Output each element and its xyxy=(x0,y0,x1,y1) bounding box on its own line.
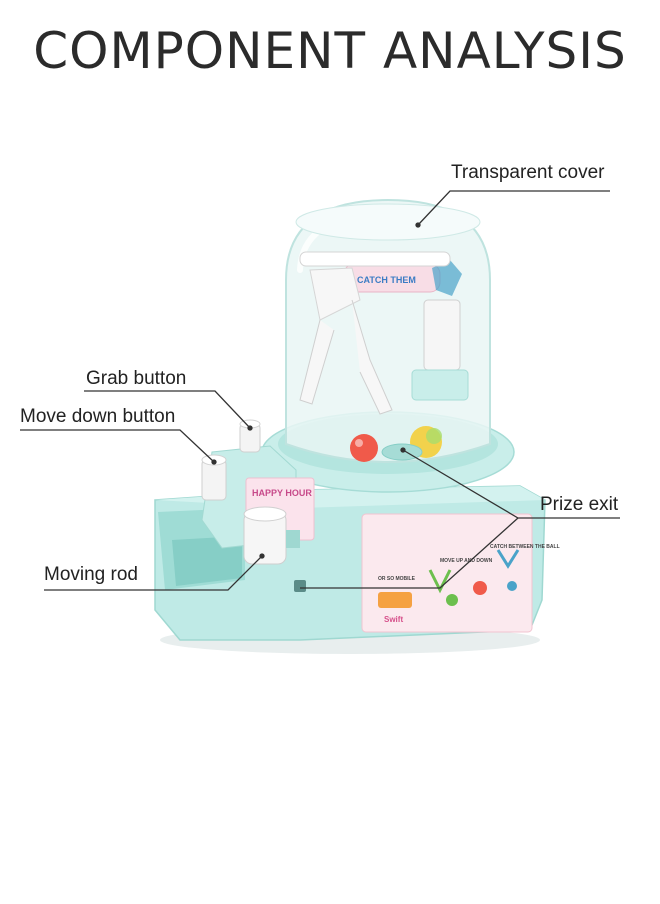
ball-icon-blue xyxy=(507,581,517,591)
ball-shine xyxy=(355,439,363,447)
front-panel-artwork: OR SO MOBILE MOVE UP AND DOWN CATCH BETW… xyxy=(378,544,560,624)
claw-column xyxy=(423,299,461,371)
ball-icon-green xyxy=(446,594,458,606)
moving-rod-label: Moving rod xyxy=(44,564,138,585)
move-down-button-label: Move down button xyxy=(20,406,176,427)
callout-line-grab xyxy=(84,390,251,429)
moving-rod-top xyxy=(243,506,287,522)
callout-line-prize-b xyxy=(300,517,519,589)
move-down-button[interactable] xyxy=(201,459,227,501)
callout-line-cover xyxy=(417,190,610,226)
ball-icon-red xyxy=(473,581,487,595)
callout-line-move-down xyxy=(20,429,215,463)
step-2-text: MOVE UP AND DOWN xyxy=(440,558,493,564)
claw-finger-right xyxy=(351,299,393,415)
step-1-picture xyxy=(378,592,412,608)
callout-dot-grab xyxy=(247,425,253,431)
sticker-claw-art xyxy=(432,260,462,296)
dome-sticker-text: CATCH THEM xyxy=(357,275,416,285)
callout-line-rod xyxy=(44,555,263,591)
callout-lines xyxy=(20,190,620,591)
prize-ball-green xyxy=(426,428,442,444)
claw-arm-left xyxy=(309,267,361,321)
base-recess-inner xyxy=(172,536,242,586)
callout-dot-move-down xyxy=(211,459,217,465)
callout-dot-prize xyxy=(400,447,406,453)
column-base xyxy=(411,369,469,401)
step-3-text: CATCH BETWEEN THE BALL xyxy=(490,544,560,550)
claw-step-icon-2 xyxy=(496,549,520,569)
claw-finger-left xyxy=(299,319,335,405)
transparent-cover-label: Transparent cover xyxy=(451,162,605,183)
prize-ball-red xyxy=(350,434,378,462)
dome-top-rim xyxy=(295,203,481,241)
prize-exit-chute xyxy=(294,580,306,592)
side-sticker-text: HAPPY HOUR xyxy=(252,488,312,498)
grab-button-label: Grab button xyxy=(86,368,187,389)
claw-gantry xyxy=(299,251,451,267)
callout-dot-cover xyxy=(415,222,421,228)
moving-rod-shaft xyxy=(286,530,300,548)
prize-exit-label: Prize exit xyxy=(540,494,619,515)
page-title: COMPONENT ANALYSIS xyxy=(33,22,627,80)
claw-step-icon xyxy=(428,569,452,594)
brand-text: Swift xyxy=(384,615,403,624)
callout-dot-rod xyxy=(259,553,265,559)
step-1-text: OR SO MOBILE xyxy=(378,576,416,582)
